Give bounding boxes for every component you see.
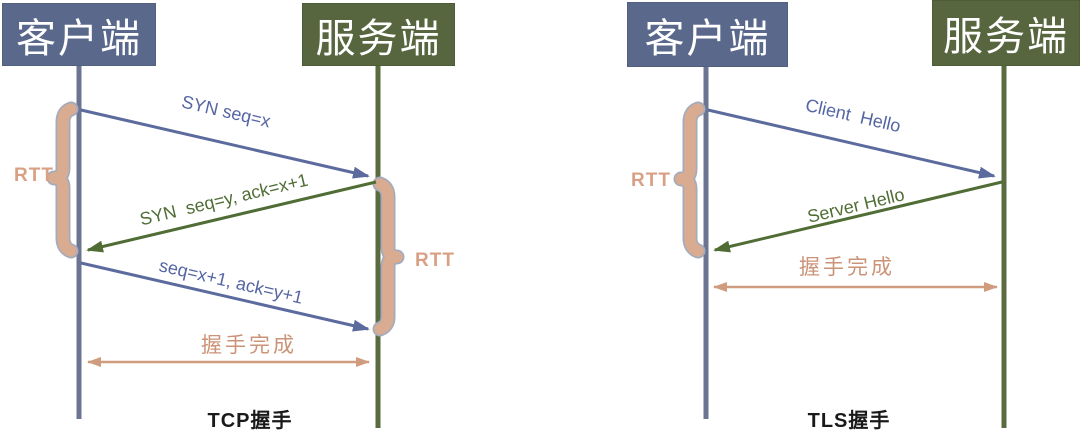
tcp-server-box: 服务端	[302, 3, 455, 66]
tls-rtt-left-brace	[673, 101, 706, 259]
tcp-rtt-left-label: RTT	[14, 165, 54, 186]
tcp-diagram-title: TCP握手	[207, 410, 293, 432]
tls-client-box: 客户端	[627, 2, 788, 67]
tls-msg2-arrow	[713, 180, 1003, 253]
tls-server-label: 服务端	[943, 15, 1069, 59]
tcp-handshake-done-label: 握手完成	[201, 334, 297, 357]
tcp-msg3-arrow	[80, 261, 370, 332]
tls-server-box: 服务端	[932, 0, 1080, 66]
tcp-rtt-right-label: RTT	[415, 250, 455, 271]
tls-rtt-left-label: RTT	[631, 170, 671, 191]
tls-client-label: 客户端	[644, 16, 771, 61]
tls-msg1-arrow	[707, 108, 996, 179]
tls-diagram-title: TLS握手	[807, 410, 891, 432]
tls-handshake-done-label: 握手完成	[799, 256, 895, 279]
tcp-rtt-right-brace	[372, 176, 405, 337]
tcp-msg2-arrow	[86, 180, 377, 253]
tcp-server-label: 服务端	[315, 16, 442, 61]
tcp-rtt-left-brace	[46, 101, 79, 259]
tcp-client-label: 客户端	[16, 16, 142, 61]
tcp-client-box: 客户端	[2, 3, 156, 66]
tcp-msg1-arrow	[80, 108, 370, 179]
